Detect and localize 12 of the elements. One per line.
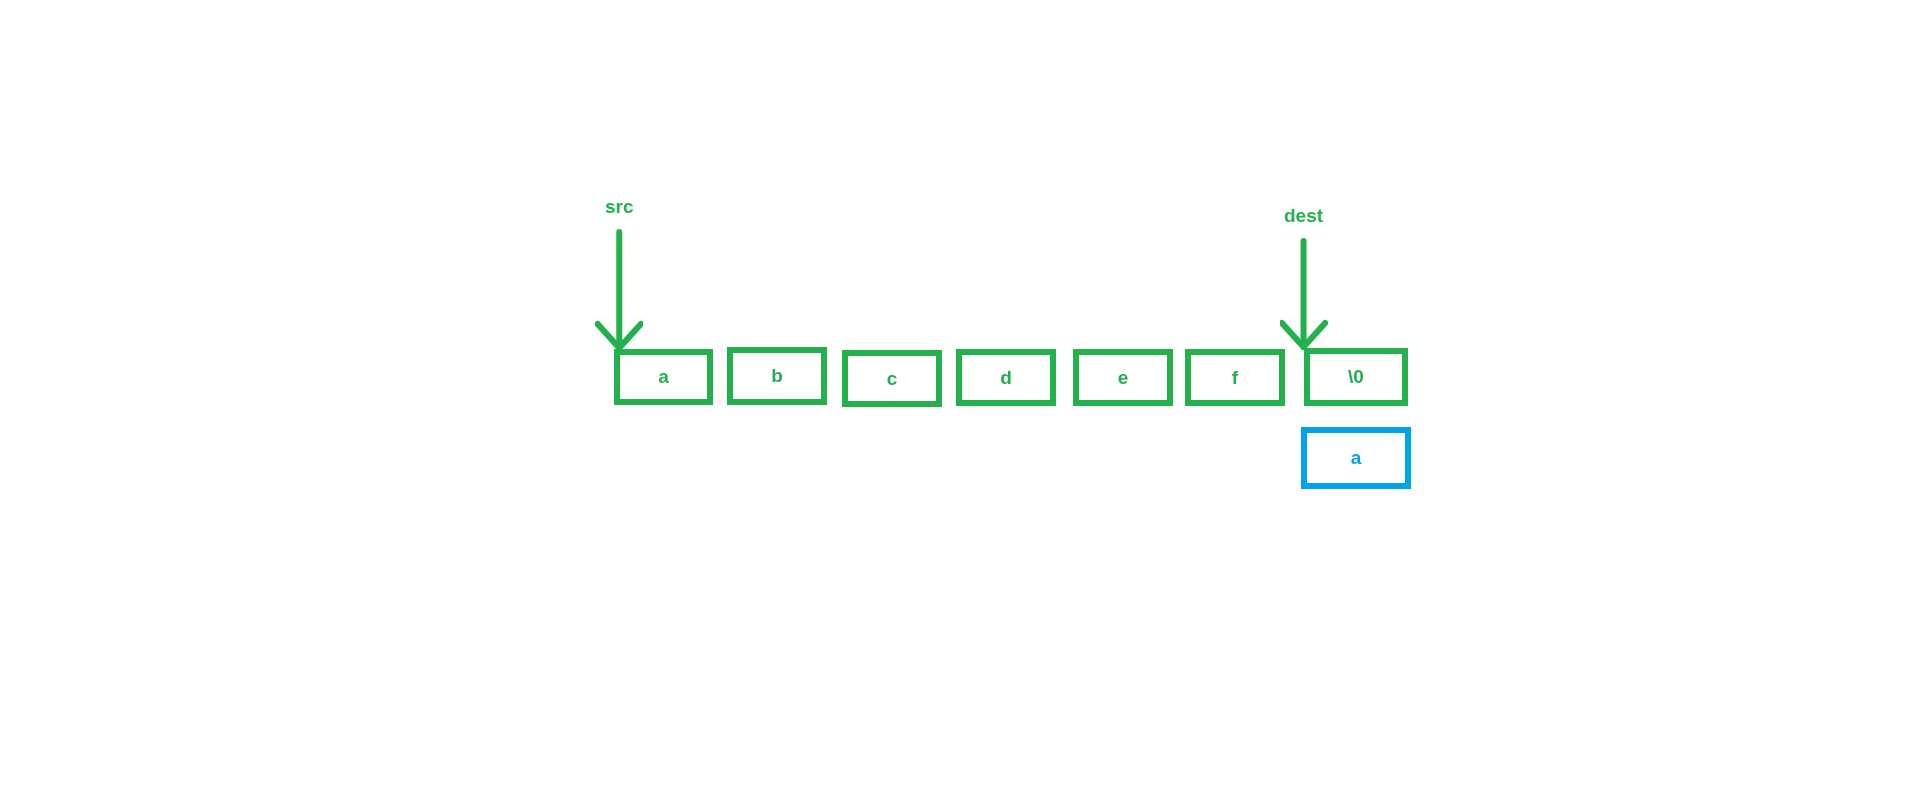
- pointer-label: dest: [1284, 205, 1324, 227]
- array-cell: a: [1301, 427, 1411, 489]
- array-cell: d: [956, 349, 1056, 406]
- arrow: [1278, 238, 1329, 351]
- pointer-label: src: [605, 196, 634, 218]
- array-cell: b: [727, 347, 827, 405]
- array-cell: c: [842, 350, 942, 407]
- arrow: [594, 229, 644, 352]
- array-cell: \0: [1304, 348, 1408, 406]
- array-cell: e: [1073, 349, 1173, 406]
- array-cell: f: [1185, 349, 1285, 406]
- array-cell: a: [614, 349, 713, 405]
